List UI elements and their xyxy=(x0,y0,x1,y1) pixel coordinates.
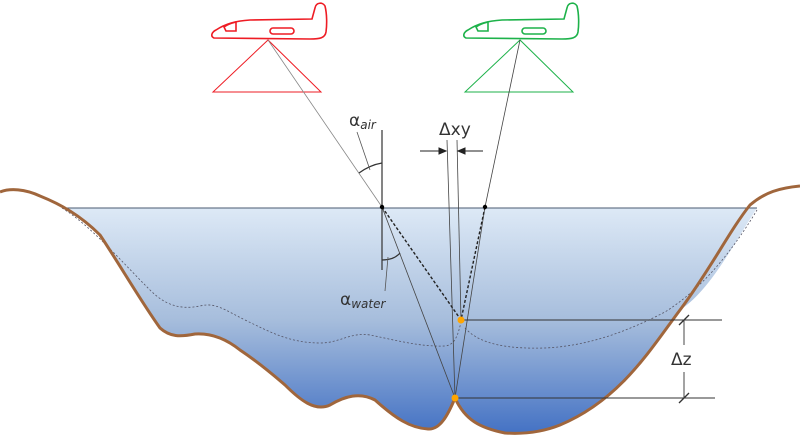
delta-z-dimension xyxy=(455,314,722,404)
water-body xyxy=(62,208,757,434)
leader-air xyxy=(356,131,371,171)
apparent-point xyxy=(457,316,465,324)
entry-point-left xyxy=(379,204,385,210)
apparent-bottom-dashed xyxy=(61,207,462,347)
angle-arc-air xyxy=(358,162,383,174)
delta-z-label: Δz xyxy=(671,350,692,370)
entry-point-right xyxy=(482,204,488,210)
alpha-water-label: αwater xyxy=(340,290,386,311)
light-rays xyxy=(267,39,521,399)
leader-water xyxy=(384,256,389,292)
terrain-profile xyxy=(0,184,800,435)
delta-xy-label: Δxy xyxy=(439,120,471,140)
plane-left-icon xyxy=(211,2,328,93)
true-point xyxy=(451,394,459,402)
apparent-bottom-dashed-right xyxy=(464,209,758,349)
alpha-air-label: αair xyxy=(349,111,377,132)
apparent-rays-dashed xyxy=(381,206,486,321)
plane-right-icon xyxy=(463,2,580,93)
delta-xy-arrows xyxy=(420,147,483,155)
angle-arc-water xyxy=(381,252,401,261)
